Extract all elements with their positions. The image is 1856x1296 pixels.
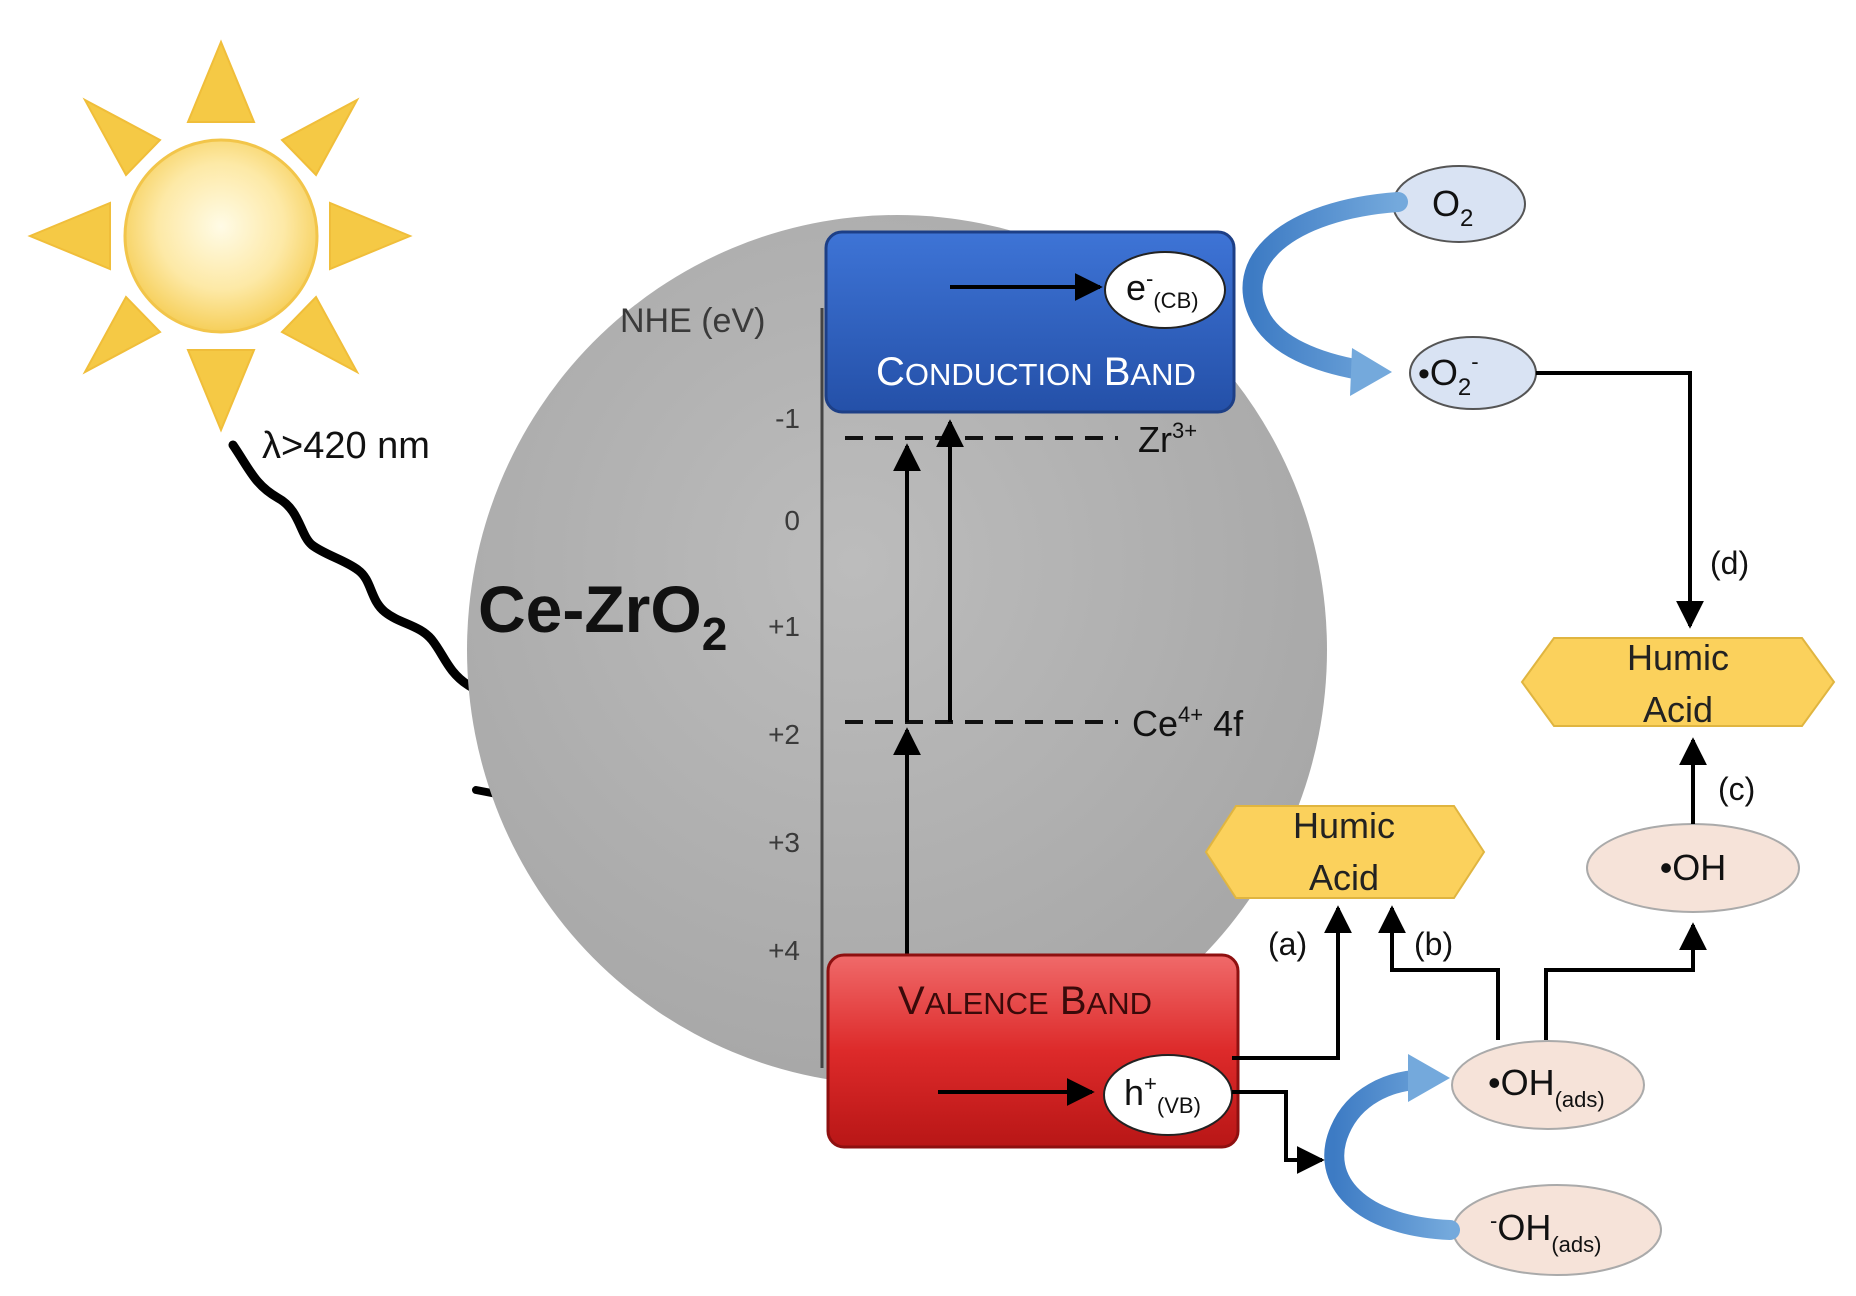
valence-band-label: VALENCE BAND	[898, 979, 1152, 1023]
conduction-band-label: CONDUCTION BAND	[876, 350, 1196, 394]
svg-text:-OH(ads): -OH(ads)	[1490, 1207, 1601, 1257]
catalyst-particle	[467, 215, 1327, 1085]
axis-ticks: -1 0 +1 +2 +3 +4	[768, 403, 800, 966]
superoxide-species: •O2-	[1409, 336, 1537, 410]
pathway-connectors	[1232, 371, 1707, 1174]
hole-bubble	[1103, 1054, 1233, 1136]
conduction-band: CONDUCTION BAND e-(CB)	[824, 230, 1236, 414]
pathway-b-connector	[1378, 905, 1500, 1040]
pathway-a-connector	[1232, 905, 1352, 1060]
oh-radical-species: •OH	[1586, 823, 1800, 913]
pathway-label-a: (a)	[1268, 926, 1307, 962]
tick-label: 0	[784, 505, 800, 536]
tick-label: +4	[768, 935, 800, 966]
tick-label: -1	[775, 403, 800, 434]
excitation-arrows	[893, 419, 964, 955]
pathway-labels: (a) (b) (c) (d)	[1268, 545, 1755, 962]
svg-text:•O2-: •O2-	[1418, 349, 1479, 401]
hole-to-hydroxide-connector	[1232, 1090, 1325, 1174]
svg-text:O2: O2	[1432, 183, 1473, 232]
pathway-label-c: (c)	[1718, 771, 1755, 807]
hole-label: h+(VB)	[1124, 1071, 1201, 1118]
electron-label: e-(CB)	[1126, 266, 1199, 313]
svg-text:•OH(ads): •OH(ads)	[1488, 1062, 1605, 1112]
axis-label: NHE (eV)	[620, 302, 765, 340]
valence-band: VALENCE BAND h+(VB)	[826, 953, 1240, 1149]
ce-level-label: Ce4+ 4f	[1132, 702, 1244, 744]
svg-text:•OH: •OH	[1660, 847, 1727, 888]
tick-label: +1	[768, 611, 800, 642]
pathway-label-b: (b)	[1414, 926, 1453, 962]
zr-level-label: Zr3+	[1138, 418, 1197, 460]
hydroxide-species: -OH(ads)	[1452, 1184, 1662, 1276]
sun-icon	[27, 39, 413, 433]
oh-adsorbed-radical-species: •OH(ads)	[1451, 1040, 1645, 1130]
o2-species: O2	[1392, 165, 1526, 243]
pathway-label-d: (d)	[1710, 545, 1749, 581]
catalyst-label: Ce-ZrO2	[478, 572, 727, 660]
tick-label: +3	[768, 827, 800, 858]
oh-ads-to-oh-connector	[1544, 922, 1707, 1040]
oxygen-reduction-arrow	[1242, 192, 1408, 396]
wavelength-label: λ>420 nm	[262, 425, 430, 467]
pathway-d-connector	[1536, 371, 1704, 629]
electron-bubble	[1104, 251, 1226, 329]
tick-label: +2	[768, 719, 800, 750]
hydroxide-oxidation-arrow	[1324, 1054, 1460, 1240]
